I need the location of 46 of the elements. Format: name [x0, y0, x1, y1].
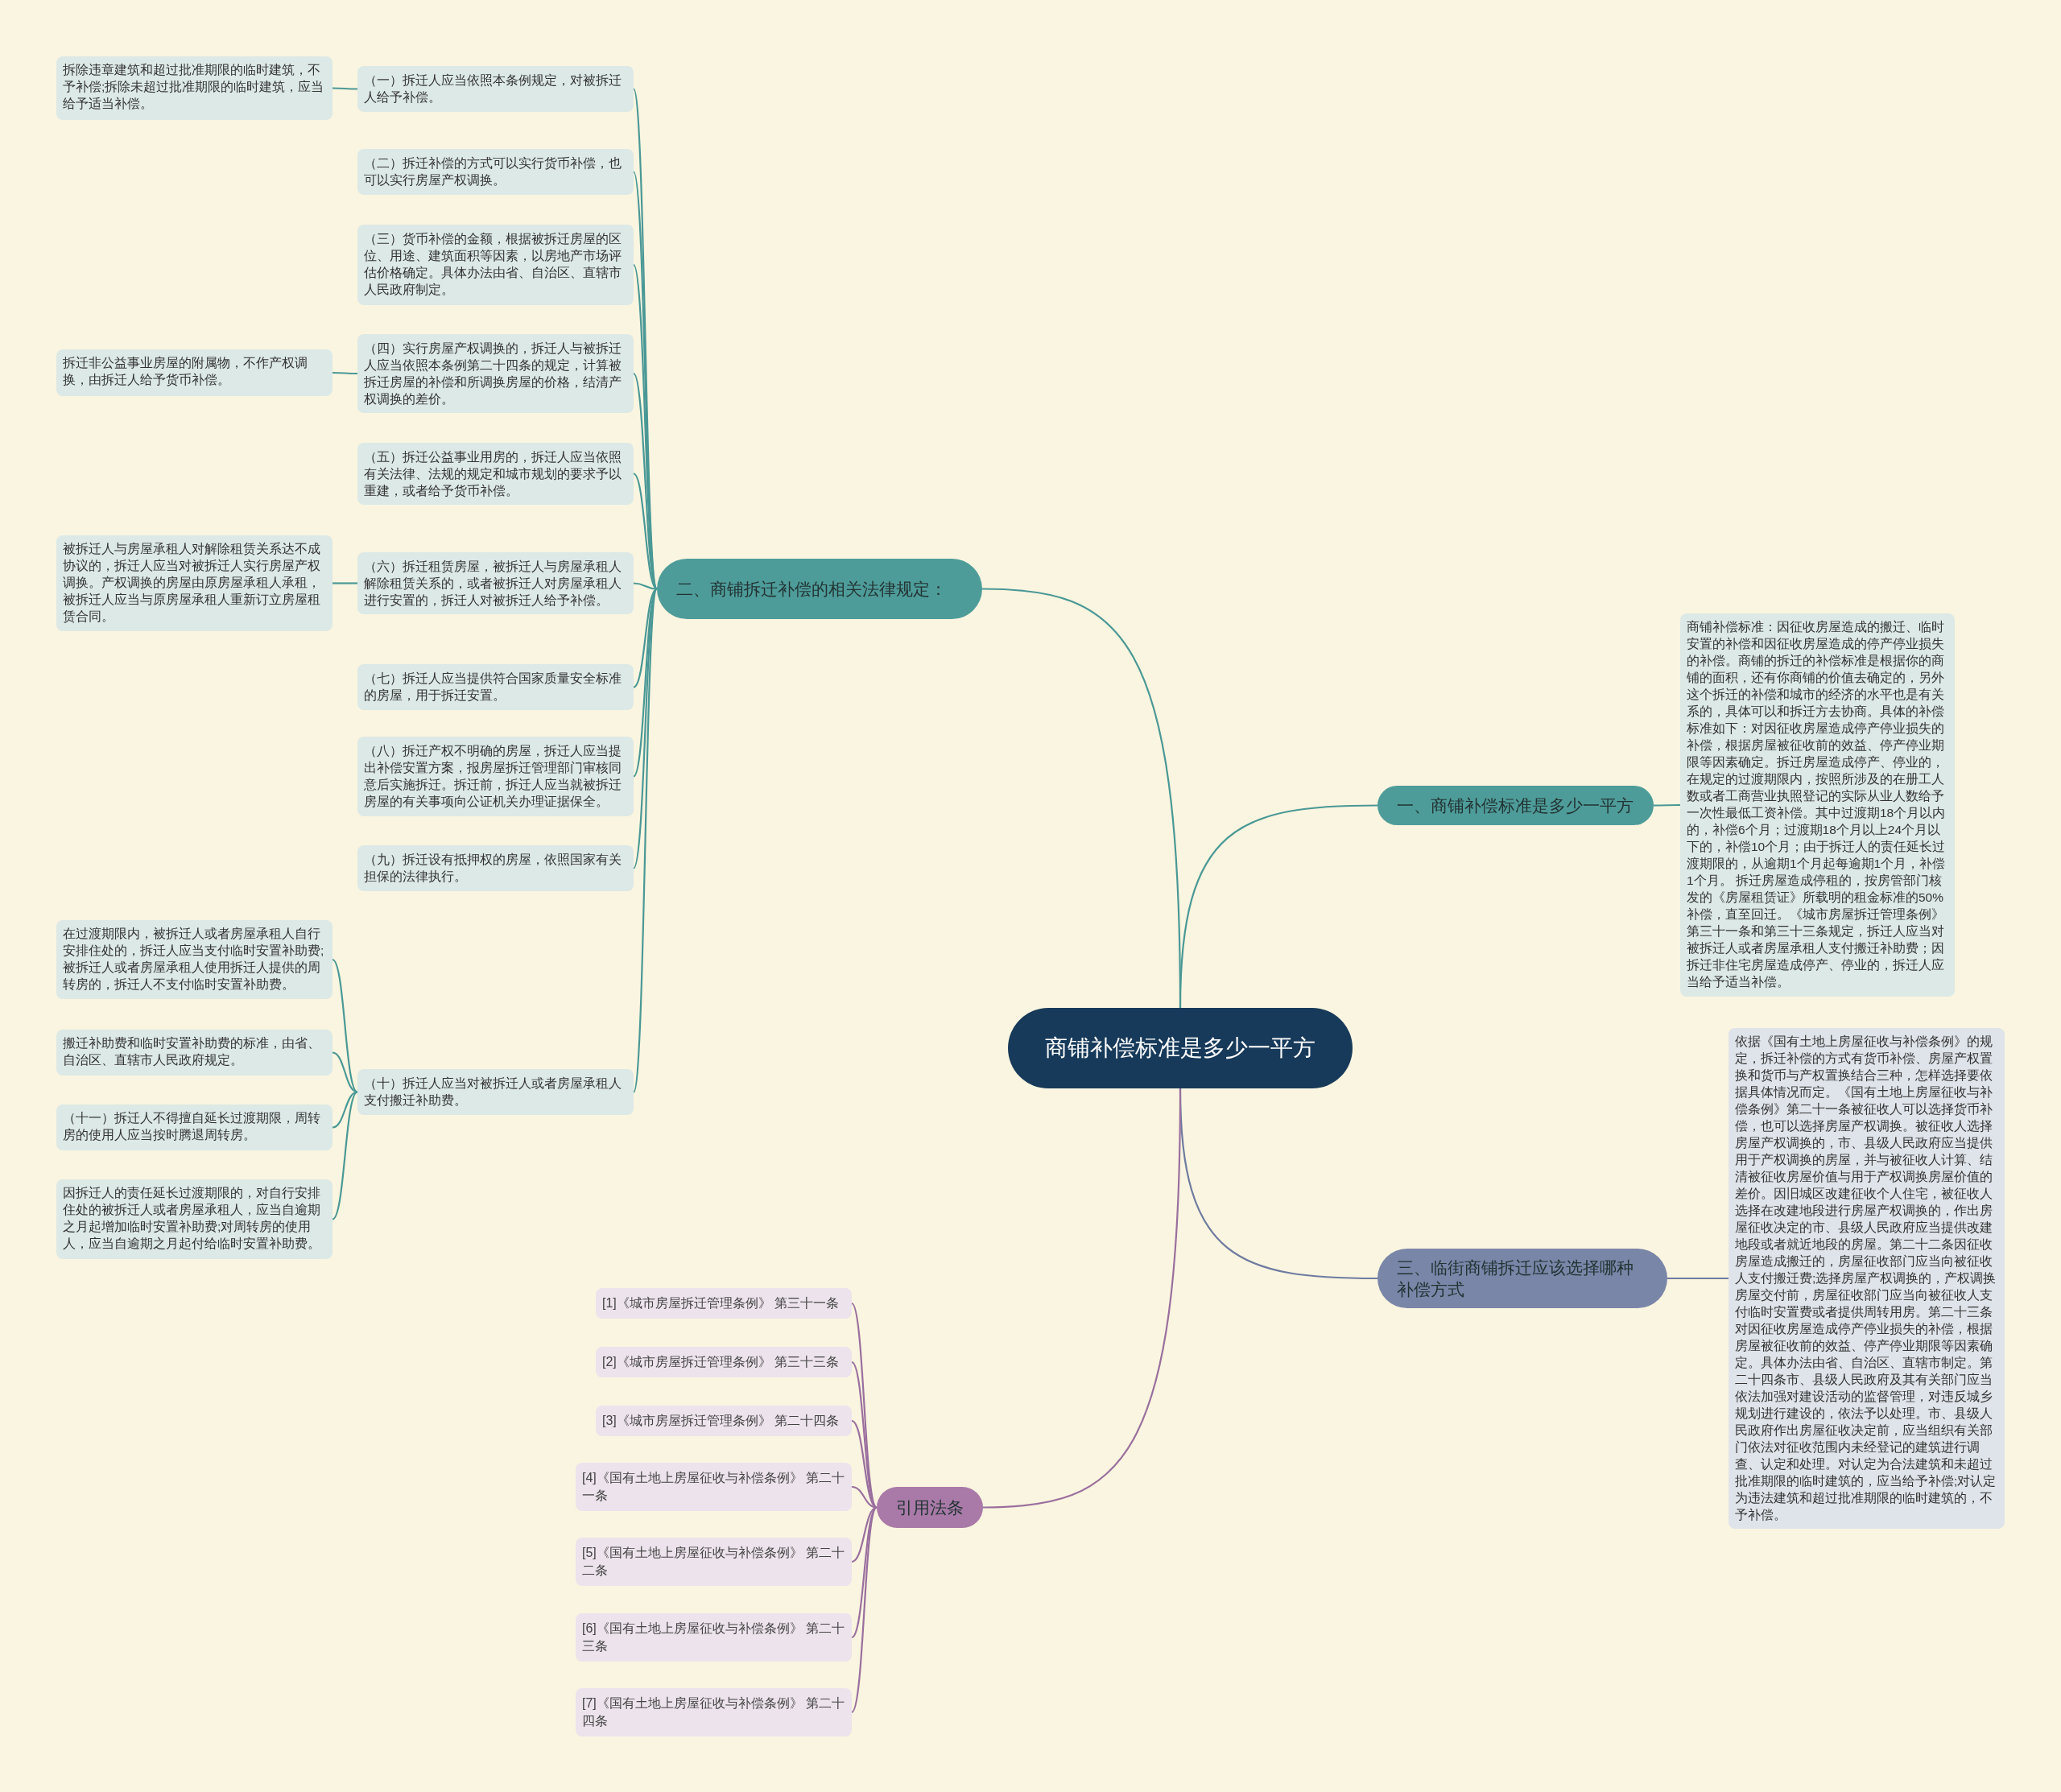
- root-topic: 商铺补偿标准是多少一平方: [1008, 1008, 1353, 1088]
- topic-box: （二）拆迁补偿的方式可以实行货币补偿，也可以实行房屋产权调换。: [357, 149, 634, 195]
- reference-card: [7]《国有土地上房屋征收与补偿条例》 第二十四条: [576, 1688, 852, 1736]
- note-card: （十一）拆迁人不得擅自延长过渡期限，周转房的使用人应当按时腾退周转房。: [56, 1105, 332, 1150]
- connector: [851, 1506, 878, 1713]
- connector: [332, 371, 357, 375]
- connector: [982, 1088, 1182, 1509]
- note-card: 搬迁补助费和临时安置补助费的标准，由省、自治区、直辖市人民政府规定。: [56, 1030, 332, 1076]
- reference-card: [5]《国有土地上房屋征收与补偿条例》 第二十二条: [576, 1538, 852, 1586]
- connector: [633, 582, 658, 590]
- branch-topic: 一、商铺补偿标准是多少一平方: [1377, 786, 1654, 825]
- connector: [633, 588, 658, 688]
- reference-card: [3]《城市房屋拆迁管理条例》 第二十四条: [596, 1406, 852, 1436]
- note-card: 被拆迁人与房屋承租人对解除租赁关系达不成协议的，拆迁人应当对被拆迁人实行房屋产权调换。产权调换的房屋由原房屋承租人承租，被拆迁人应当与原房屋承租人重新订立房屋租赁合同。: [56, 535, 332, 631]
- note-card: 商铺补偿标准：因征收房屋造成的搬迁、临时安置的补偿和因征收房屋造成的停产停业损失的补偿。商铺的拆迁的补偿标准是根据你的商铺的面积，还有你商铺的价值去确定的，另外这个拆迁的补偿和城市的经济的水平也是有关系的，具体可以和拆迁方去协商。具体的补偿标准如下：对因征收房屋造成停产停业损失的补偿，根据房屋被征收前的效益、停产停业期限等因素确定。拆迁房屋造成停产、停业的，在规定的过渡期限内，按照所涉及的在册工人数或者工商营业执照登记的实际从业人数给予一次性最低工资补偿。其中过渡期18个月以内的，补偿6个月；过渡期18个月以上24个月以下的，补偿10个月；由于拆迁人的责任延长过渡期限的，从逾期1个月起每逾期1个月，补偿1个月。 拆迁房屋造成停租的，按房管部门核发的《房屋租赁证》所载明的租金标准的50%补偿，直至回迁。《城市房屋拆迁管理条例》第三十一条和第三十三条规定，拆迁人应当对被拆迁人或者房屋承租人支付搬迁补助费；因拆迁非住宅房屋造成停产、停业的，拆迁人应当给予适当补偿。: [1680, 613, 1955, 997]
- connector: [632, 588, 659, 1092]
- branch-topic: 三、临街商铺拆迁应该选择哪种补偿方式: [1377, 1249, 1667, 1308]
- connector: [332, 582, 357, 584]
- reference-card: [2]《城市房屋拆迁管理条例》 第三十三条: [596, 1347, 852, 1377]
- connector: [1654, 803, 1680, 807]
- topic-box: （四）实行房屋产权调换的，拆迁人与被拆迁人应当依照本条例第二十四条的规定，计算被拆迁房屋的补偿和所调换房屋的价格，结清产权调换的差价。: [357, 334, 634, 413]
- note-card: 拆除违章建筑和超过批准期限的临时建筑，不予补偿;拆除未超过批准期限的临时建筑，应当给予适当补偿。: [56, 56, 332, 120]
- topic-box: （三）货币补偿的金额，根据被拆迁房屋的区位、用途、建筑面积等因素，以房地产市场评估价格确定。具体办法由省、自治区、直辖市人民政府制定。: [357, 225, 634, 305]
- topic-box: （七）拆迁人应当提供符合国家质量安全标准的房屋，用于拆迁安置。: [357, 664, 634, 710]
- note-card: 依据《国有土地上房屋征收与补偿条例》的规定，拆迁补偿的方式有货币补偿、房屋产权置换和货币与产权置换结合三种，怎样选择要依据具体情况而定。《国有土地上房屋征收与补偿条例》第二十一条被征收人可以选择货币补偿，也可以选择房屋产权调换。被征收人选择房屋产权调换的，市、县级人民政府应当提供用于产权调换的房屋，并与被征收人计算、结清被征收房屋价值与用于产权调换房屋价值的差价。因旧城区改建征收个人住宅，被征收人选择在改建地段进行房屋产权调换的，作出房屋征收决定的市、县级人民政府应当提供改建地段或者就近地段的房屋。第二十二条因征收房屋造成搬迁的，房屋征收部门应当向被征收人支付搬迁费;选择房屋产权调换的，产权调换房屋交付前，房屋征收部门应当向被征收人支付临时安置费或者提供周转用房。第二十三条对因征收房屋造成停产停业损失的补偿，根据房屋被征收前的效益、停产停业期限等因素确定。具体办法由省、自治区、直辖市制定。第二十四条市、县级人民政府及其有关部门应当依法加强对建设活动的监督管理，对违反城乡规划进行建设的，依法予以处理。市、县级人民政府作出房屋征收决定前，应当组织有关部门依法对征收范围内未经登记的建筑进行调查、认定和处理。对认定为合法建筑和未超过批准期限的临时建筑的，应当给予补偿;对认定为违法建筑和超过批准期限的临时建筑的，不予补偿。: [1729, 1028, 2005, 1529]
- connector: [332, 959, 358, 1093]
- note-card: 因拆迁人的责任延长过渡期限的，对自行安排住处的被拆迁人或者房屋承租人，应当自逾期之月起增加临时安置补助费;对周转房的使用人，应当自逾期之月起付给临时安置补助费。: [56, 1179, 332, 1259]
- note-card: 拆迁非公益事业房屋的附属物，不作产权调换，由拆迁人给予货币补偿。: [56, 349, 332, 396]
- topic-box: （九）拆迁设有抵押权的房屋，依照国家有关担保的法律执行。: [357, 845, 634, 891]
- topic-box: （十）拆迁人应当对被拆迁人或者房屋承租人支付搬迁补助费。: [357, 1069, 634, 1115]
- note-card: 在过渡期限内，被拆迁人或者房屋承租人自行安排住处的，拆迁人应当支付临时安置补助费;被拆迁人或者房屋承租人使用拆迁人提供的周转房的，拆迁人不支付临时安置补助费。: [56, 920, 332, 999]
- branch-topic: 引用法条: [877, 1487, 983, 1528]
- connector: [1667, 1277, 1729, 1280]
- topic-box: （八）拆迁产权不明确的房屋，拆迁人应当提出补偿安置方案，报房屋拆迁管理部门审核同意后实施拆迁。拆迁前，拆迁人应当就被拆迁房屋的有关事项向公证机关办理证据保全。: [357, 737, 634, 816]
- reference-card: [6]《国有土地上房屋征收与补偿条例》 第二十三条: [576, 1613, 852, 1662]
- connector: [633, 473, 658, 590]
- branch-topic: 二、商铺拆迁补偿的相关法律规定：: [657, 559, 982, 619]
- topic-box: （五）拆迁公益事业用房的，拆迁人应当依照有关法律、法规的规定和城市规划的要求予以重建，或者给予货币补偿。: [357, 443, 634, 505]
- topic-box: （六）拆迁租赁房屋，被拆迁人与房屋承租人解除租赁关系的，或者被拆迁人对房屋承租人进行安置的，拆迁人对被拆迁人给予补偿。: [357, 552, 634, 614]
- connector: [851, 1361, 878, 1509]
- topic-box: （一）拆迁人应当依照本条例规定，对被拆迁人给予补偿。: [357, 66, 634, 112]
- connector: [332, 1091, 358, 1220]
- reference-card: [1]《城市房屋拆迁管理条例》 第三十一条: [596, 1288, 852, 1319]
- reference-card: [4]《国有土地上房屋征收与补偿条例》 第二十一条: [576, 1463, 852, 1511]
- connector: [981, 588, 1182, 1008]
- connector: [332, 87, 357, 90]
